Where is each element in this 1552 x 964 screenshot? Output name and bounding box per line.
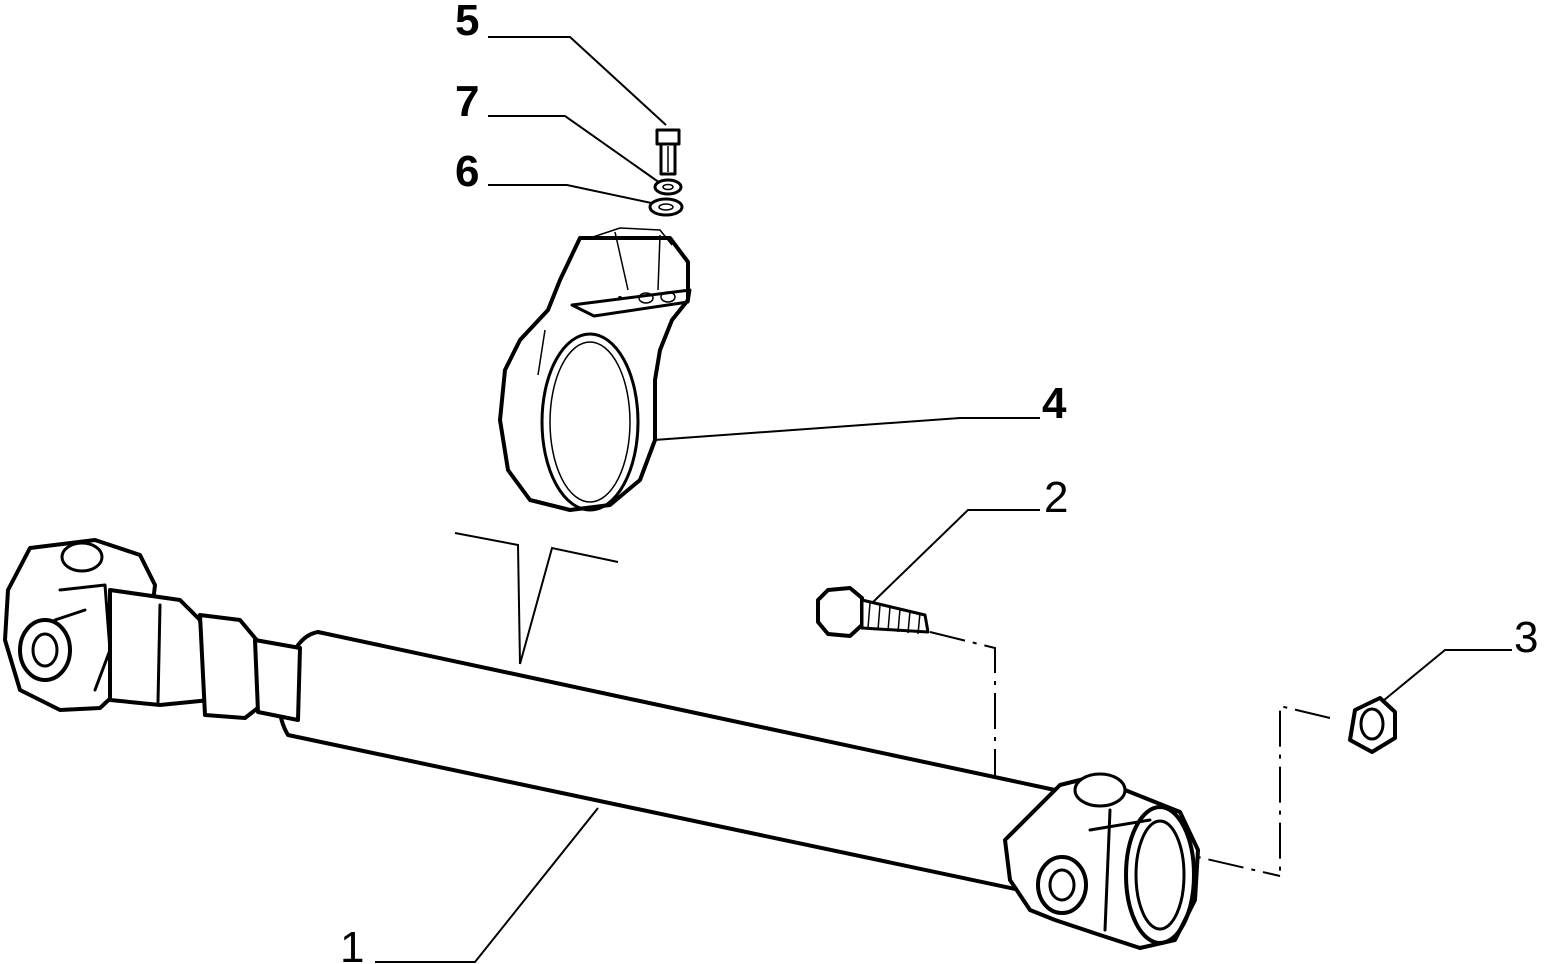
support-bracket-part-4	[498, 227, 692, 512]
drive-shaft-part-1	[3, 538, 1200, 950]
callout-4: 4	[1042, 379, 1067, 428]
callout-3: 3	[1514, 613, 1538, 662]
screw-part-5	[655, 128, 681, 176]
washer-part-6	[648, 197, 684, 217]
bolt-part-2	[816, 586, 930, 638]
callout-2: 2	[1044, 473, 1068, 522]
leader-2	[871, 509, 1040, 604]
bracket-position-indicator	[454, 532, 619, 665]
leader-lines	[375, 36, 1512, 963]
leader-6	[488, 184, 657, 205]
leader-4	[653, 417, 1040, 441]
callout-1: 1	[340, 923, 364, 964]
leader-1	[375, 807, 599, 963]
leader-5	[488, 36, 667, 126]
nut-part-3	[1348, 696, 1397, 754]
lock-washer-part-7	[653, 178, 683, 196]
callout-5: 5	[455, 0, 479, 45]
callout-labels: 5 7 6 4 2 3 1	[340, 0, 1538, 964]
leader-7	[488, 115, 661, 184]
assembly-axis-lines	[929, 631, 1331, 877]
leader-3	[1371, 649, 1512, 711]
callout-6: 6	[455, 147, 479, 196]
callout-7: 7	[455, 77, 479, 126]
